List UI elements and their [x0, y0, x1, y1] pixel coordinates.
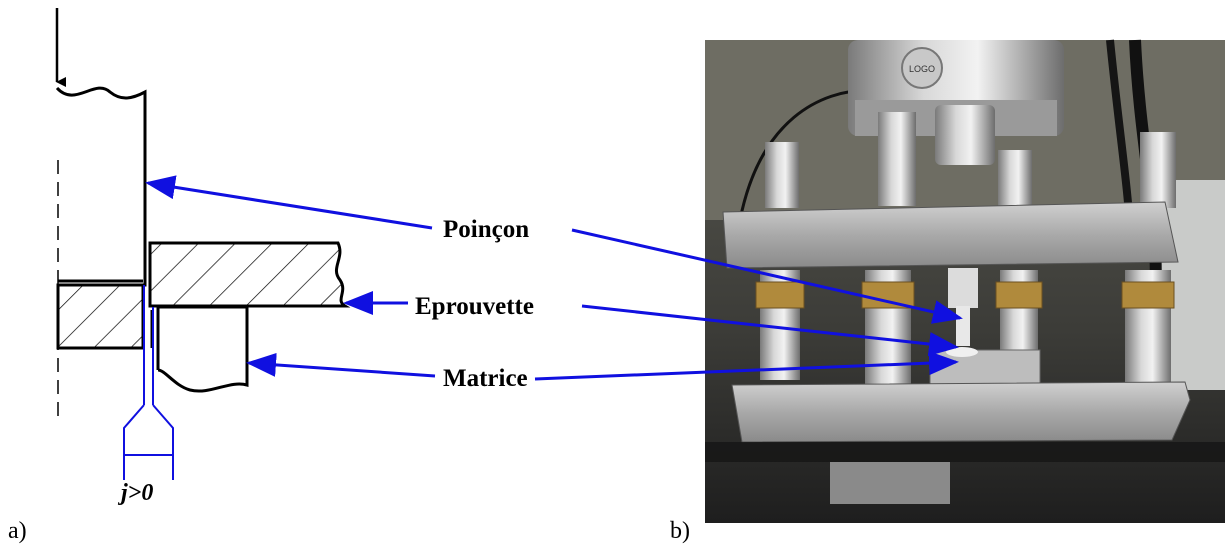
guide-column [878, 112, 916, 206]
arrow-punch-photo [571, 228, 963, 324]
specimen-disc [946, 347, 978, 357]
guide-column [765, 142, 799, 208]
clearance-label: j>0 [117, 480, 153, 506]
specimen-upper-part [148, 241, 351, 308]
schematic-panel: j>0 a) [8, 8, 351, 544]
upper-plate [722, 201, 1179, 269]
lower-plate [731, 381, 1191, 443]
guide-column [998, 150, 1032, 206]
label-specimen: Eprouvette [415, 293, 534, 320]
specimen-lower-part [56, 283, 145, 350]
photo-panel: LOGO b) [670, 39, 1225, 544]
ball-bearing-cage [995, 281, 1043, 309]
clearance-bracket [123, 404, 174, 480]
caption-a: a) [8, 518, 27, 544]
logo-badge-text: LOGO [909, 64, 935, 74]
ball-bearing-cage [755, 281, 805, 309]
arrow-die-photo [534, 351, 959, 381]
machine-base-shadow [705, 442, 1225, 462]
arrow-die-schematic [246, 352, 436, 378]
machine-base [830, 462, 950, 504]
label-punch: Poinçon [443, 216, 529, 243]
punch-outline [55, 86, 147, 287]
punch-holder [935, 105, 995, 165]
guide-column [1140, 132, 1176, 208]
punch-tip [956, 306, 970, 346]
punch-tool [948, 268, 978, 308]
die-outline [156, 305, 249, 393]
caption-b: b) [670, 518, 690, 544]
ball-bearing-cage [1121, 281, 1175, 309]
arrow-punch-schematic [145, 175, 433, 230]
arrow-specimen-photo [581, 304, 959, 356]
label-die: Matrice [443, 365, 528, 392]
annotations: Poinçon Eprouvette Matrice [145, 175, 963, 392]
ball-bearing-cage [861, 281, 915, 309]
logo-badge [901, 47, 943, 89]
